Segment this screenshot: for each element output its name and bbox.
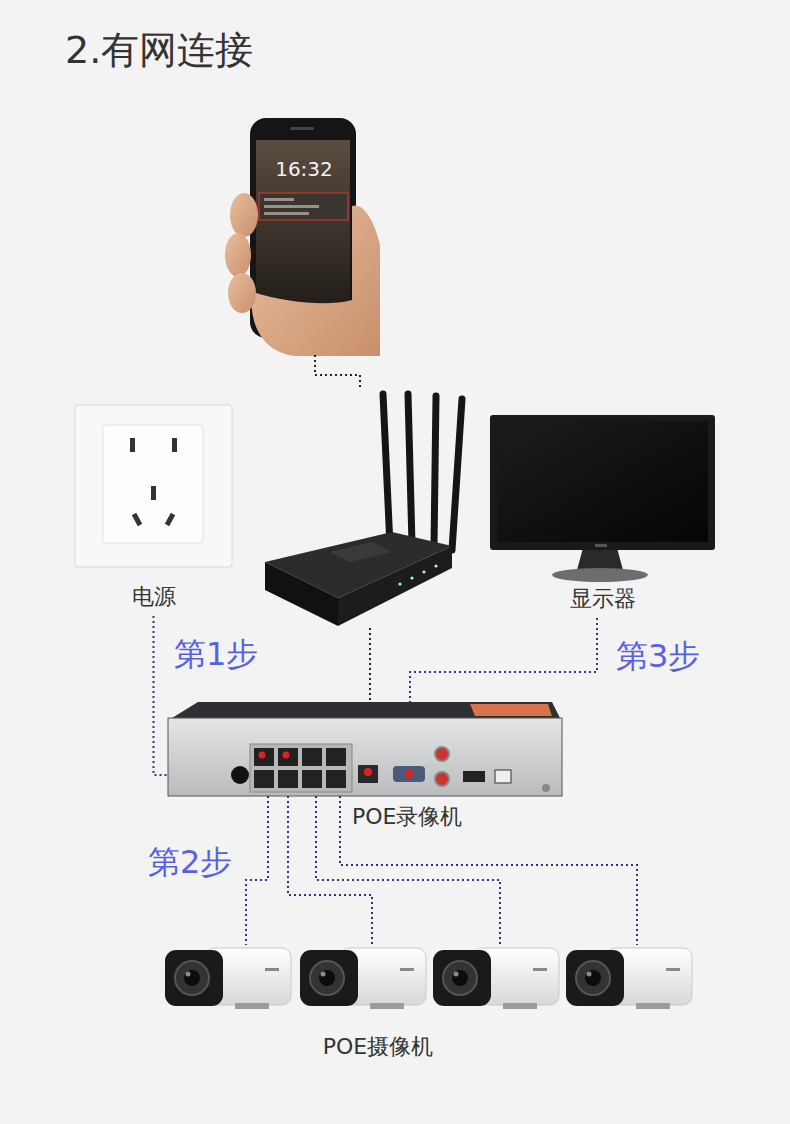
step-label-holder: 第1步 [172,634,260,676]
port-marker [259,752,266,759]
cameras-art [165,948,692,1009]
nvr-sticker [470,704,552,716]
monitor-base [552,568,648,582]
router-vent [330,542,392,562]
dotted-cable [369,628,371,702]
monitor-logo [595,544,607,547]
poe-camera [433,945,559,1009]
router-antenna [383,394,390,546]
camera [165,948,291,1009]
router-led [398,582,401,585]
wifi-router [265,388,465,628]
page-title: 2.有网连接 [65,26,253,75]
poe-port [254,770,274,788]
camera [566,948,692,1009]
socket-slot [130,438,135,452]
router-antenna [434,396,436,546]
nvr-art [168,702,562,796]
hand-finger [225,233,251,277]
hand-finger [228,273,256,313]
step-label-holder: 第2步 [146,842,234,884]
poe-port [302,748,322,766]
poe-port [326,748,346,766]
dotted-cable [315,355,360,388]
step-label-holder: 第3步 [614,636,702,678]
node-label: 16:32 [228,156,380,182]
label-holder: POE摄像机 [278,1033,478,1062]
lan-port [358,765,378,783]
power-outlet: 电源 [75,405,232,616]
group-label: POE摄像机 [278,1033,478,1062]
router-led [434,564,437,567]
hand-palm [251,205,380,356]
ground-screw [542,784,550,792]
socket-slot [172,438,177,452]
port-marker [283,752,290,759]
monitor-screen [497,421,708,542]
poe-nvr: POE录像机 [168,702,562,796]
notification-line [264,198,294,201]
nvr-top [172,702,560,718]
poe-port [302,770,322,788]
poe-port [278,748,298,766]
poe-camera [300,945,426,1009]
node-label: 显示器 [490,585,715,614]
dotted-cable [246,796,268,945]
router-antenna [408,394,412,544]
poe-port [278,770,298,788]
hand-finger [230,193,258,237]
dotted-cable [154,616,169,775]
power-jack [231,766,249,784]
phone-notification [259,193,348,220]
nvr-back-panel [168,718,562,796]
usb-port [495,770,511,783]
port-marker [405,770,413,778]
socket-slot [134,514,140,525]
monitor-neck [577,548,623,570]
monitor: 显示器 [490,415,715,618]
outlet-plate [75,405,232,567]
socket-slot [151,486,156,500]
node-label: 电源 [75,583,232,612]
poe-port [326,770,346,788]
router-antenna [452,399,462,550]
notification-line [264,205,319,208]
vga-port [393,766,425,782]
phone-speaker [290,127,314,130]
outlet-face [103,425,203,543]
step-label: 第1步 [172,634,260,676]
hdmi-port [463,771,485,782]
poe-camera [165,945,291,1009]
poe-port-block [250,744,352,792]
monitor-art [490,415,715,582]
port-marker [364,768,372,776]
socket-slot [167,514,173,525]
camera [433,948,559,1009]
power-outlet-art [75,405,232,567]
router-front [265,562,338,626]
audio-jack [435,747,449,761]
audio-jack [435,772,449,786]
node-label: POE录像机 [352,803,746,832]
smartphone: 16:32 [228,118,380,355]
router-led [422,570,425,573]
poe-port [254,748,274,766]
phone-in-hand [225,118,380,356]
title-holder: 2.有网连接 [65,26,253,75]
step-label: 第2步 [146,842,234,884]
dotted-cable [410,618,597,702]
router-led [410,576,413,579]
camera [300,948,426,1009]
router-art [265,394,462,626]
poe-camera [566,945,692,1009]
step-label: 第3步 [614,636,702,678]
monitor-frame [490,415,715,550]
notification-line [264,212,309,215]
